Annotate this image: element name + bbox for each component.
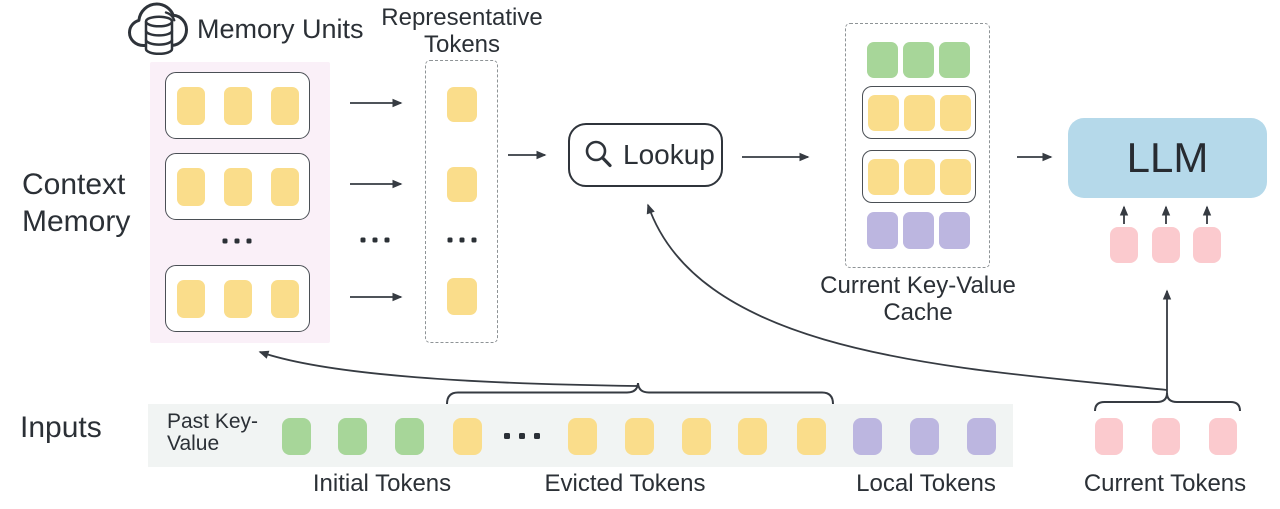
cache-initial-row	[867, 42, 970, 78]
representative-tokens-box	[425, 60, 498, 343]
kv-token-yellow	[176, 86, 205, 125]
lookup-label: Lookup	[623, 139, 715, 170]
memory-units-label: Memory Units	[197, 14, 364, 44]
kv-token-yellow	[176, 279, 205, 318]
ellipsis-icon	[447, 237, 477, 243]
memory-to-representative-arrows	[350, 98, 403, 302]
kv-token-yellow	[903, 158, 935, 195]
cache-local-row	[867, 212, 970, 249]
initial-token-green	[282, 418, 311, 455]
evicted-tokens-brace	[446, 382, 834, 405]
llm-box: LLM	[1068, 118, 1267, 198]
memory-unit	[165, 153, 310, 220]
evicted-to-memory-curve	[258, 350, 639, 387]
local-token-purple	[967, 418, 996, 455]
memory-unit	[165, 72, 310, 139]
kv-token-purple	[867, 212, 898, 249]
local-token-purple	[853, 418, 882, 455]
current-tokens-label: Current Tokens	[1083, 470, 1247, 497]
kv-token-purple	[939, 212, 970, 249]
representative-tokens-label: Representative Tokens	[381, 4, 543, 58]
inputs-section-label: Inputs	[20, 411, 102, 444]
local-token-purple	[910, 418, 939, 455]
kv-token-yellow	[867, 158, 899, 195]
kv-token-yellow	[867, 94, 899, 131]
current-token-pink	[1209, 418, 1237, 455]
evicted-token-yellow	[453, 418, 482, 455]
context-memory-section-label: Context Memory	[22, 168, 131, 238]
ellipsis-icon	[360, 237, 390, 243]
ellipsis-icon	[504, 433, 540, 439]
kv-token-yellow	[176, 167, 205, 206]
current-tokens-to-llm-arrows	[1119, 205, 1212, 224]
past-key-value-label: Past Key-Value	[167, 410, 259, 455]
kv-token-green	[903, 42, 934, 78]
kv-token-yellow	[223, 167, 252, 206]
memory-cloud-database-icon	[128, 2, 188, 56]
lookup-box: Lookup	[568, 123, 723, 187]
ellipsis-icon	[222, 238, 252, 244]
current-token-pink	[1193, 227, 1221, 263]
memory-unit	[165, 265, 310, 332]
kv-token-yellow	[903, 94, 935, 131]
current-kv-cache-box	[845, 23, 990, 268]
kv-token-yellow	[939, 94, 971, 131]
evicted-token-yellow	[568, 418, 597, 455]
llm-label: LLM	[1126, 134, 1209, 181]
local-tokens-label: Local Tokens	[856, 470, 996, 497]
kv-token-green	[867, 42, 898, 78]
current-token-pink	[1152, 418, 1180, 455]
initial-tokens-label: Initial Tokens	[312, 470, 452, 497]
evicted-token-yellow	[797, 418, 826, 455]
kv-token-yellow	[939, 158, 971, 195]
representative-token	[447, 167, 477, 202]
kv-token-yellow	[223, 86, 252, 125]
current-tokens-brace	[1094, 392, 1241, 412]
kv-token-yellow	[270, 167, 299, 206]
current-token-pink	[1095, 418, 1123, 455]
current-kv-cache-label: Current Key-Value Cache	[820, 272, 1016, 326]
evicted-tokens-label: Evicted Tokens	[544, 470, 706, 497]
kv-token-purple	[903, 212, 934, 249]
kv-token-green	[939, 42, 970, 78]
representative-token	[447, 278, 477, 315]
magnifier-icon	[585, 140, 612, 168]
kv-token-yellow	[270, 86, 299, 125]
initial-token-green	[338, 418, 367, 455]
evicted-token-yellow	[625, 418, 654, 455]
initial-token-green	[395, 418, 424, 455]
kv-token-yellow	[270, 279, 299, 318]
current-token-pink	[1152, 227, 1180, 263]
context-memory-panel	[150, 62, 330, 343]
evicted-token-yellow	[738, 418, 767, 455]
evicted-token-yellow	[682, 418, 711, 455]
current-token-pink	[1110, 227, 1138, 263]
past-kv-band: Past Key-Value	[148, 404, 1013, 467]
cache-memory-unit	[862, 86, 976, 139]
kv-token-yellow	[223, 279, 252, 318]
cache-memory-unit	[862, 150, 976, 203]
representative-token	[447, 87, 477, 122]
